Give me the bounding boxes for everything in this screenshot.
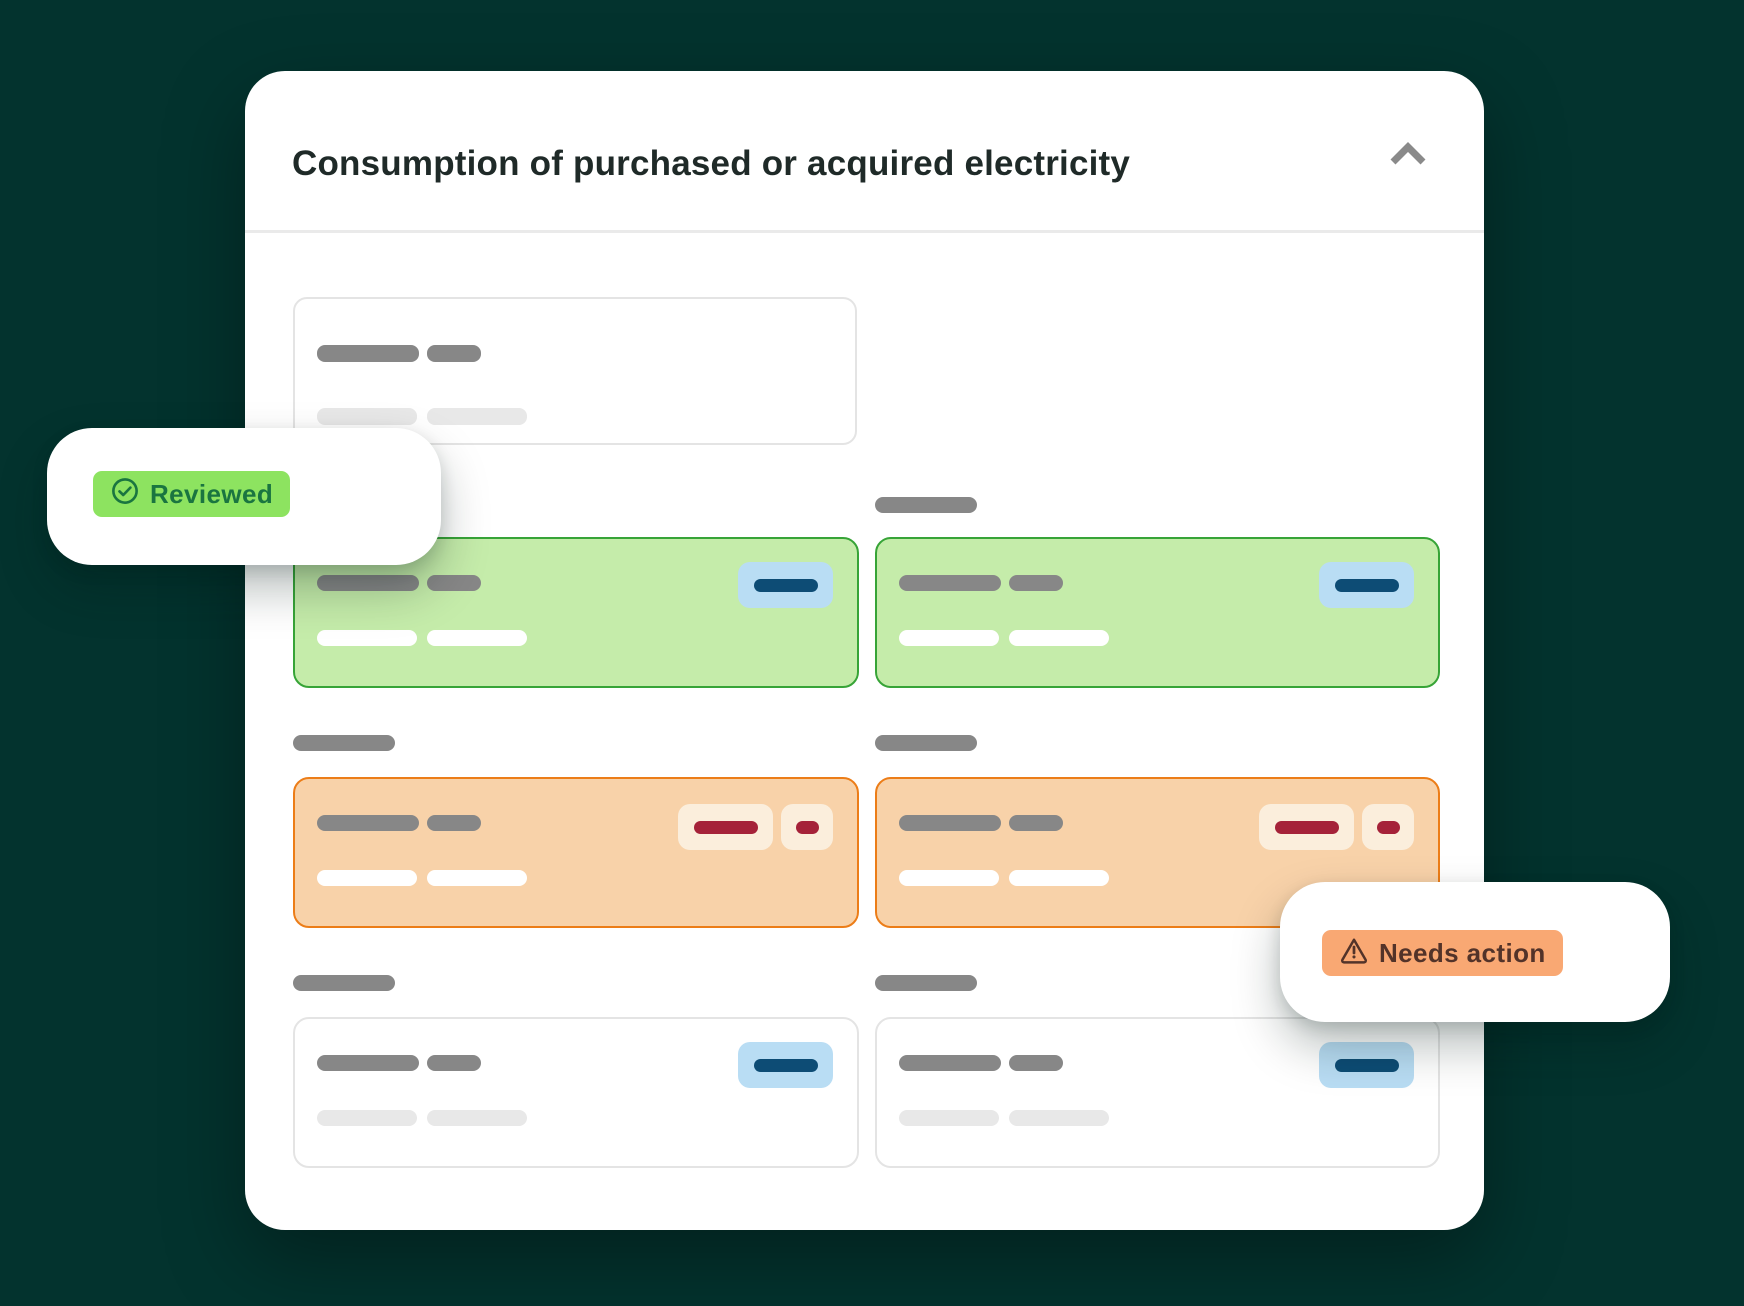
reviewed-callout: Reviewed (47, 428, 441, 565)
reviewed-label: Reviewed (150, 478, 274, 509)
chevron-up-icon (1389, 141, 1427, 170)
item-card-default[interactable] (293, 1017, 859, 1168)
value-bar (753, 1058, 818, 1072)
needs-action-callout: Needs action (1280, 882, 1670, 1022)
error-badge-small (1362, 804, 1414, 850)
skeleton-bar (427, 345, 481, 362)
reviewed-status-badge: Reviewed (93, 471, 291, 517)
row-label-skeleton (293, 735, 395, 751)
skeleton-row (317, 408, 527, 425)
value-badge (738, 1042, 833, 1088)
row-label-skeleton (875, 735, 977, 751)
needs-action-status-badge: Needs action (1322, 930, 1563, 976)
check-circle-icon (110, 476, 140, 513)
collapse-button[interactable] (1372, 127, 1444, 183)
skeleton-bar (427, 408, 527, 425)
error-bar (693, 820, 758, 834)
skeleton-bar (317, 408, 417, 425)
error-bar (1274, 820, 1339, 834)
error-bar (795, 820, 819, 834)
error-badge (678, 804, 773, 850)
item-card-default[interactable] (875, 1017, 1440, 1168)
needs-action-label: Needs action (1379, 937, 1546, 968)
skeleton-bar (317, 345, 419, 362)
warning-triangle-icon (1339, 935, 1369, 972)
error-badge-small (781, 804, 833, 850)
item-card-reviewed[interactable] (293, 537, 859, 688)
row-label-skeleton (875, 975, 977, 991)
value-badge (738, 562, 833, 608)
value-bar (1334, 578, 1399, 592)
error-badge (1259, 804, 1354, 850)
item-card-needs-action[interactable] (293, 777, 859, 928)
value-badge (1319, 1042, 1414, 1088)
error-bar (1376, 820, 1400, 834)
item-card-reviewed[interactable] (875, 537, 1440, 688)
skeleton-row (317, 345, 481, 362)
summary-skeleton-card (293, 297, 857, 445)
panel-header: Consumption of purchased or acquired ele… (245, 71, 1484, 230)
header-divider (245, 230, 1484, 233)
value-badge (1319, 562, 1414, 608)
value-bar (1334, 1058, 1399, 1072)
row-label-skeleton (293, 975, 395, 991)
panel-title: Consumption of purchased or acquired ele… (292, 144, 1131, 184)
consumption-panel: Consumption of purchased or acquired ele… (245, 71, 1484, 1230)
value-bar (753, 578, 818, 592)
row-label-skeleton (875, 497, 977, 513)
